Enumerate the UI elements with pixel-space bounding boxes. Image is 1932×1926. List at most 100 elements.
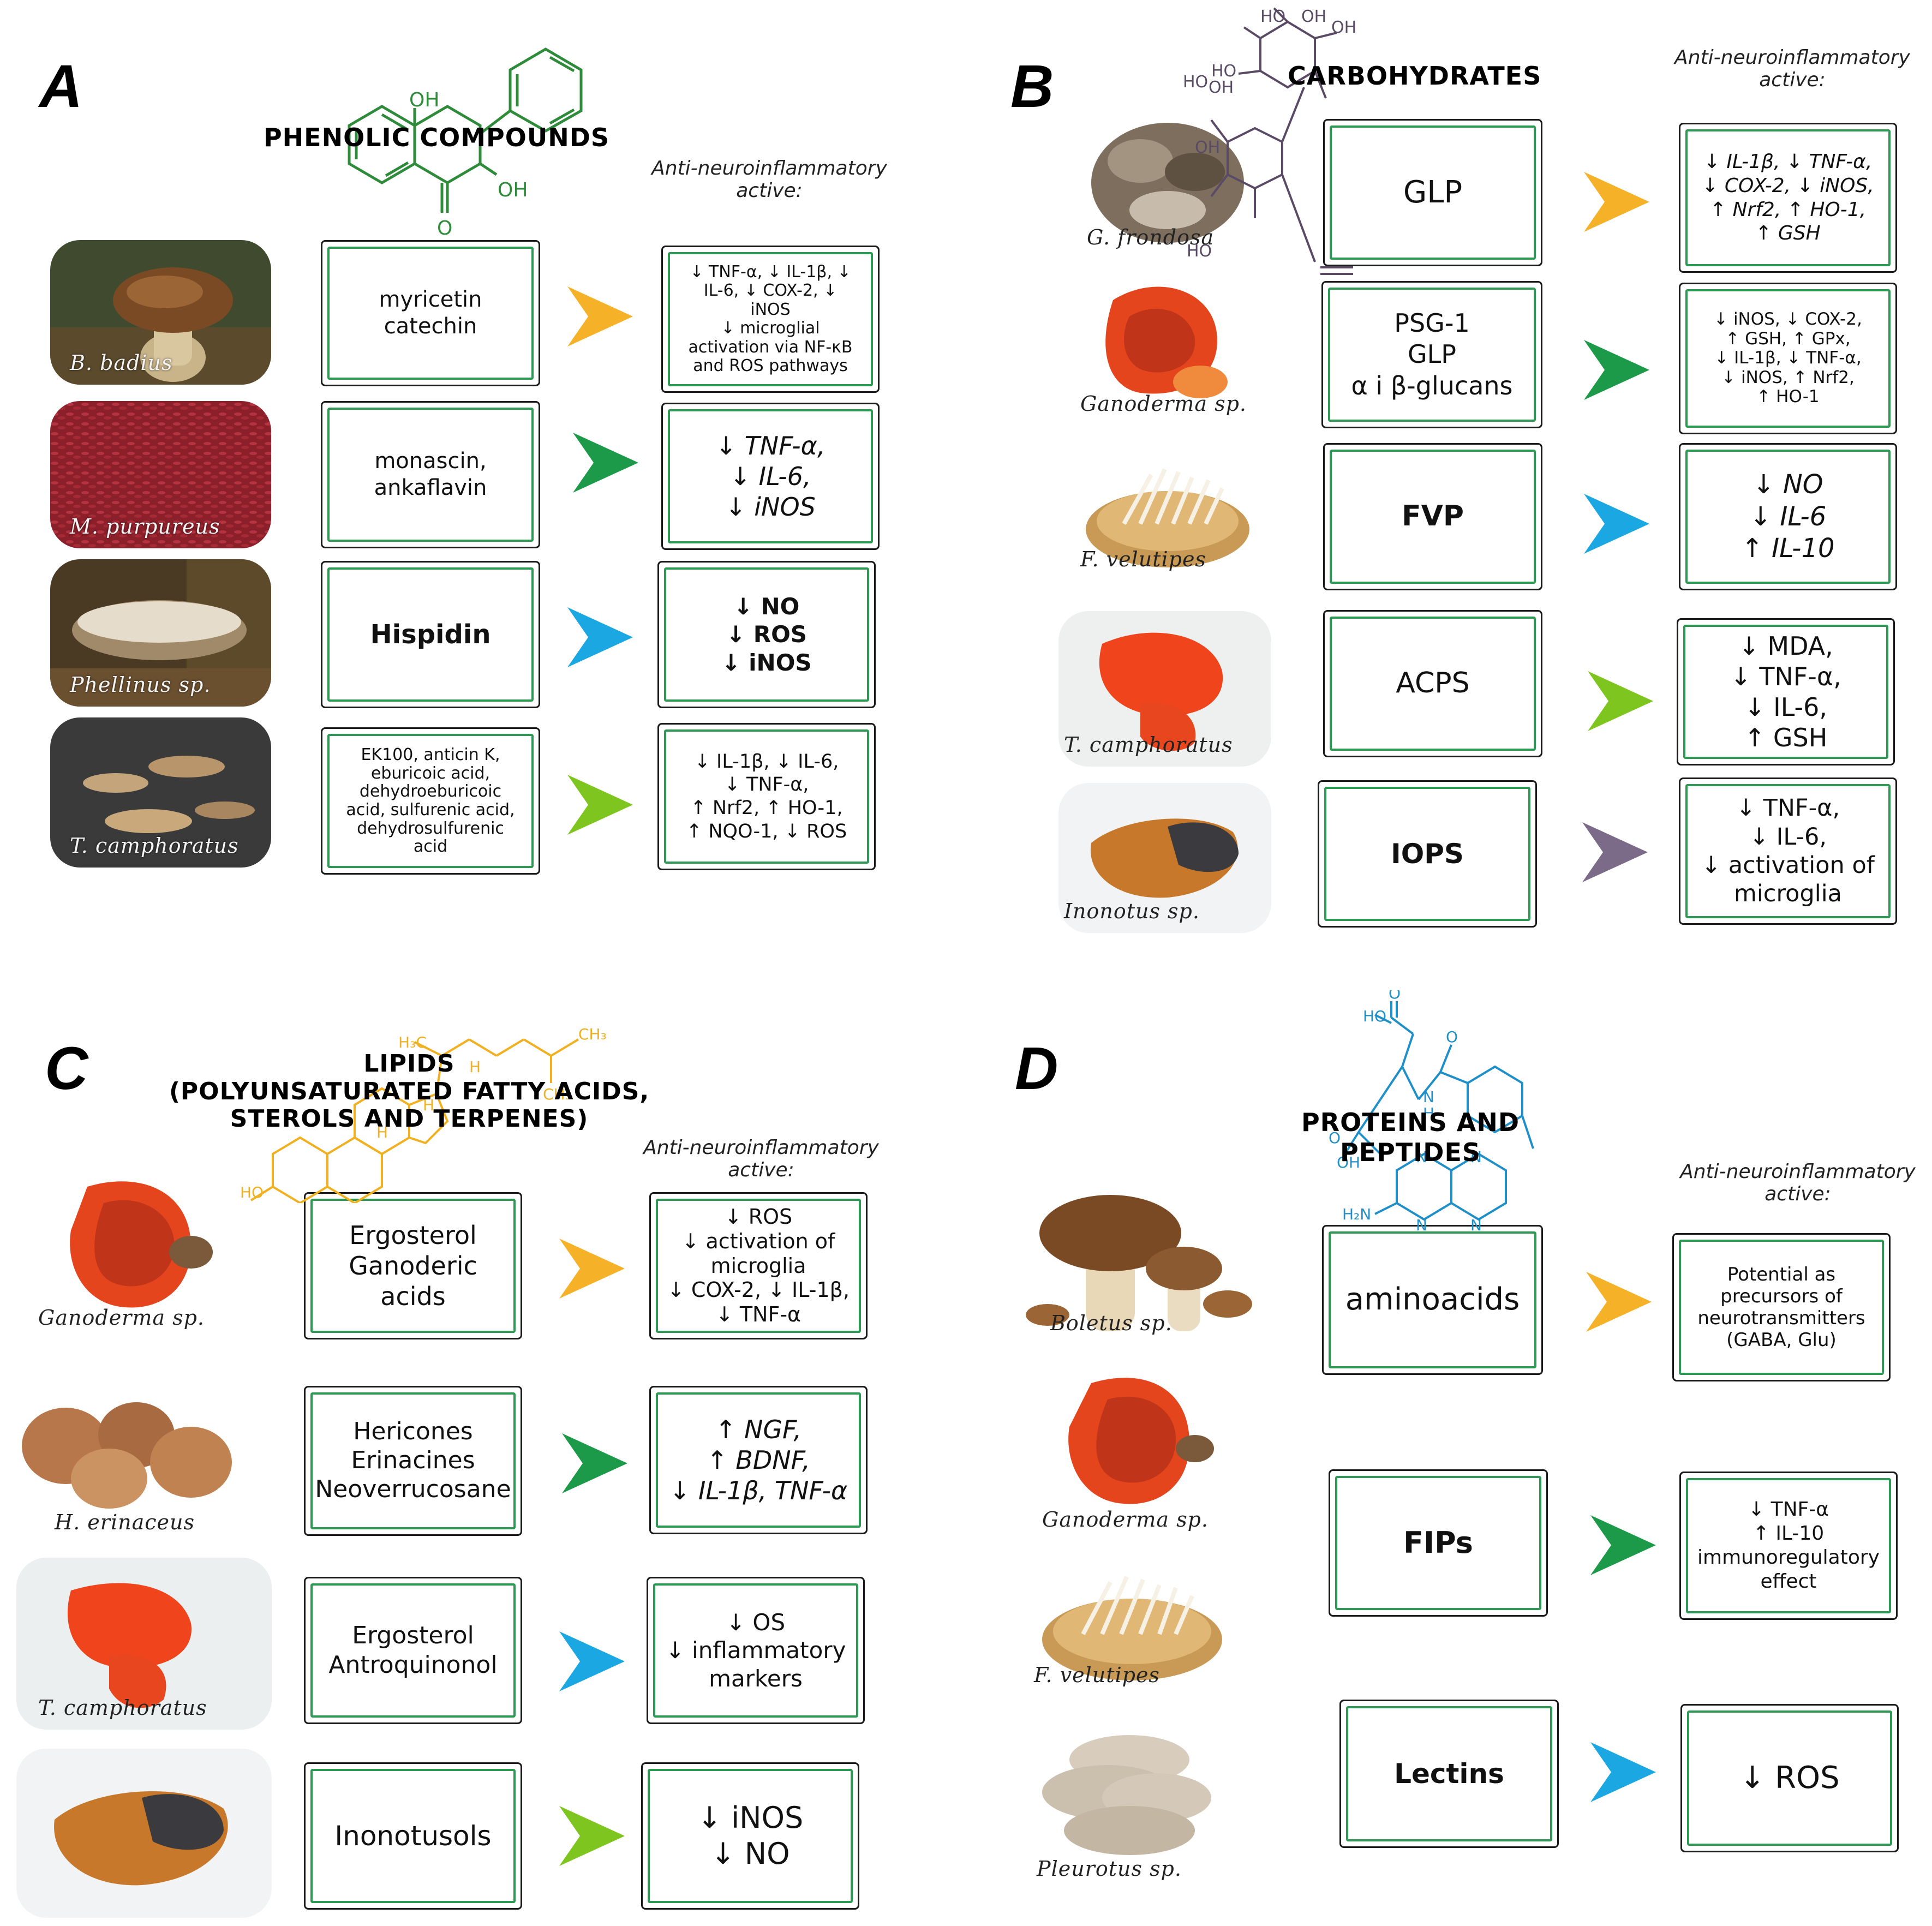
species-label: Inonotus sp. [1064,899,1200,923]
active-header: Anti-neuroinflammatory active: [651,157,887,202]
svg-text:OH: OH [498,179,528,201]
compound-text: IOPS [1391,838,1464,870]
effect-box: ↓ TNF-α, ↓ IL-6, ↓ iNOS [661,403,880,550]
compound-text: Lectins [1394,1757,1504,1790]
effect-box: ↓ TNF-α, ↓ IL-1β, ↓ IL-6, ↓ COX-2, ↓ iNO… [661,246,880,393]
effect-text: ↓ iNOS, ↓ COX-2, ↑ GSH, ↑ GPx, ↓ IL-1β, … [1714,309,1862,407]
panel-letter: B [1010,53,1054,120]
effect-text: ↑ NGF, ↑ BDNF, ↓ IL-1β, TNF-α [669,1414,848,1506]
compound-text: FVP [1402,500,1464,533]
compound-box: Inonotusols [304,1762,522,1910]
compound-box: aminoacids [1322,1225,1543,1375]
panel-proteins-and-peptides: D HO O O N H O OH N N H₂N N N PROTEINS A… [966,963,1931,1926]
effect-box: ↓ MDA, ↓ TNF-α, ↓ IL-6, ↑ GSH [1677,618,1895,765]
effect-box: ↓ iNOS ↓ NO [641,1762,859,1910]
compound-box: Lectins [1339,1700,1559,1848]
arrow-right-icon [567,607,633,667]
panel-title: PHENOLIC COMPOUNDS [263,123,610,152]
species-label: Ganoderma sp. [38,1306,205,1330]
svg-text:CH₃: CH₃ [543,1085,571,1103]
svg-text:N: N [1416,1216,1427,1234]
species-photo-boletus: Boletus sp. [1020,1179,1260,1345]
species-photo-g-frondosa: G. frondosa [1075,101,1260,259]
species-label: H. erinaceus [55,1510,195,1534]
svg-text:H₃C: H₃C [398,1033,427,1051]
compound-text: ACPS [1396,667,1470,700]
species-label: Ganoderma sp. [1042,1508,1209,1532]
svg-text:HO: HO [1260,7,1285,26]
compound-box: myricetin catechin [321,240,540,386]
species-label: F. velutipes [1080,547,1206,571]
arrow-right-icon [573,433,638,493]
svg-text:N: N [1470,1148,1482,1166]
species-photo-h-erinaceus: H. erinaceus [11,1386,246,1544]
species-label: T. camphoratus [70,834,239,858]
effect-box: ↓ OS ↓ inflammatory markers [647,1577,865,1724]
compound-text: Inonotusols [334,1820,492,1852]
svg-text:H₂N: H₂N [1342,1205,1371,1223]
species-photo-ganoderma: Ganoderma sp. [1075,267,1255,426]
species-photo-ganoderma: Ganoderma sp. [1031,1361,1233,1541]
effect-box: ↓ iNOS, ↓ COX-2, ↑ GSH, ↑ GPx, ↓ IL-1β, … [1679,283,1897,434]
lipid-molecule-icon: H₃C CH₃ CH₃ H H H HO [240,1025,607,1203]
species-photo-phellinus: Phellinus sp. [50,559,271,707]
panel-carbohydrates: B HO OH HO OH OH HO OH HO CARBOHYDRATES … [966,0,1931,963]
effect-text: ↓ NO ↓ IL-6 ↑ IL-10 [1741,469,1835,564]
protein-molecule-icon: HO O O N H O OH N N H₂N N N [1329,990,1534,1234]
svg-text:O: O [1446,1028,1458,1046]
effect-text: ↓ TNF-α, ↓ IL-1β, ↓ IL-6, ↓ COX-2, ↓ iNO… [688,262,853,375]
species-label: G. frondosa [1087,225,1215,249]
svg-text:HO: HO [240,1183,264,1201]
effect-text: ↓ TNF-α ↑ IL-10 immunoregulatory effect [1697,1498,1880,1593]
species-label: F. velutipes [1034,1663,1160,1687]
effect-text: ↓ iNOS ↓ NO [697,1801,804,1871]
effect-text: ↓ MDA, ↓ TNF-α, ↓ IL-6, ↑ GSH [1730,631,1841,753]
effect-text: ↓ IL-1β, ↓ IL-6, ↓ TNF-α, ↑ Nrf2, ↑ HO-1… [686,750,847,842]
svg-text:O: O [437,217,452,240]
effect-box: ↓ TNF-α, ↓ IL-6, ↓ activation of microgl… [1679,777,1897,925]
species-label: M. purpureus [70,515,220,539]
compound-box: IOPS [1318,780,1537,928]
svg-text:OH: OH [409,89,439,111]
species-label: T. camphoratus [1064,733,1233,757]
arrow-right-icon [1584,340,1649,400]
panel-title: PROTEINS AND PEPTIDES [1301,1108,1520,1168]
effect-text: ↓ TNF-α, ↓ IL-6, ↓ iNOS [715,430,826,522]
effect-box: Potential as precursors of neurotransmit… [1672,1233,1891,1381]
compound-box: Ergosterol Antroquinonol [304,1577,522,1724]
effect-text: ↓ ROS ↓ activation of microglia ↓ COX-2,… [667,1204,850,1327]
svg-text:OH: OH [1337,1153,1360,1171]
svg-text:OH: OH [1195,138,1220,157]
species-label: Phellinus sp. [70,673,211,697]
svg-text:H: H [423,1096,434,1114]
compound-box: monascin, ankaflavin [321,401,540,548]
effect-text: ↓ ROS [1739,1760,1840,1796]
svg-text:O: O [1329,1129,1341,1147]
effect-box: ↓ TNF-α ↑ IL-10 immunoregulatory effect [1679,1472,1898,1620]
species-photo-t-camphoratus: T. camphoratus [50,717,271,868]
compound-text: Ergosterol Ganoderic acids [349,1220,477,1312]
arrow-right-icon [559,1806,625,1866]
effect-box: ↓ NO ↓ IL-6 ↑ IL-10 [1679,443,1897,590]
compound-text: monascin, ankaflavin [374,448,487,500]
svg-text:H: H [376,1123,388,1141]
phenolic-molecule-icon: OH OH O [348,47,583,240]
panel-phenolic-compounds: A OH OH O PHENOLIC COMPOUNDS Anti-neuroi… [0,0,966,963]
arrow-right-icon [1588,671,1653,731]
compound-text: FIPs [1403,1526,1473,1560]
compound-box: FIPs [1329,1469,1548,1617]
species-label: Pleurotus sp. [1037,1857,1182,1881]
arrow-right-icon [562,1433,627,1493]
panel-letter: C [45,1035,88,1102]
svg-text:OH: OH [1209,78,1234,97]
species-photo-t-camphoratus: T. camphoratus [1058,611,1271,767]
species-label: Boletus sp. [1050,1311,1173,1335]
arrow-right-icon [559,1239,625,1299]
compound-box: Ergosterol Ganoderic acids [304,1192,522,1339]
compound-text: Hispidin [370,619,491,650]
panel-title: LIPIDS (POLYUNSATURATED FATTY ACIDS, STE… [169,1050,650,1133]
effect-box: ↓ ROS ↓ activation of microglia ↓ COX-2,… [649,1192,868,1339]
effect-box: ↓ IL-1β, ↓ TNF-α, ↓ COX-2, ↓ iNOS, ↑ Nrf… [1679,123,1897,273]
panel-lipids: C H₃C CH₃ CH₃ H H H HO LIPIDS (POLYUNSAT… [0,963,966,1926]
species-photo-pleurotus: Pleurotus sp. [1026,1710,1233,1891]
